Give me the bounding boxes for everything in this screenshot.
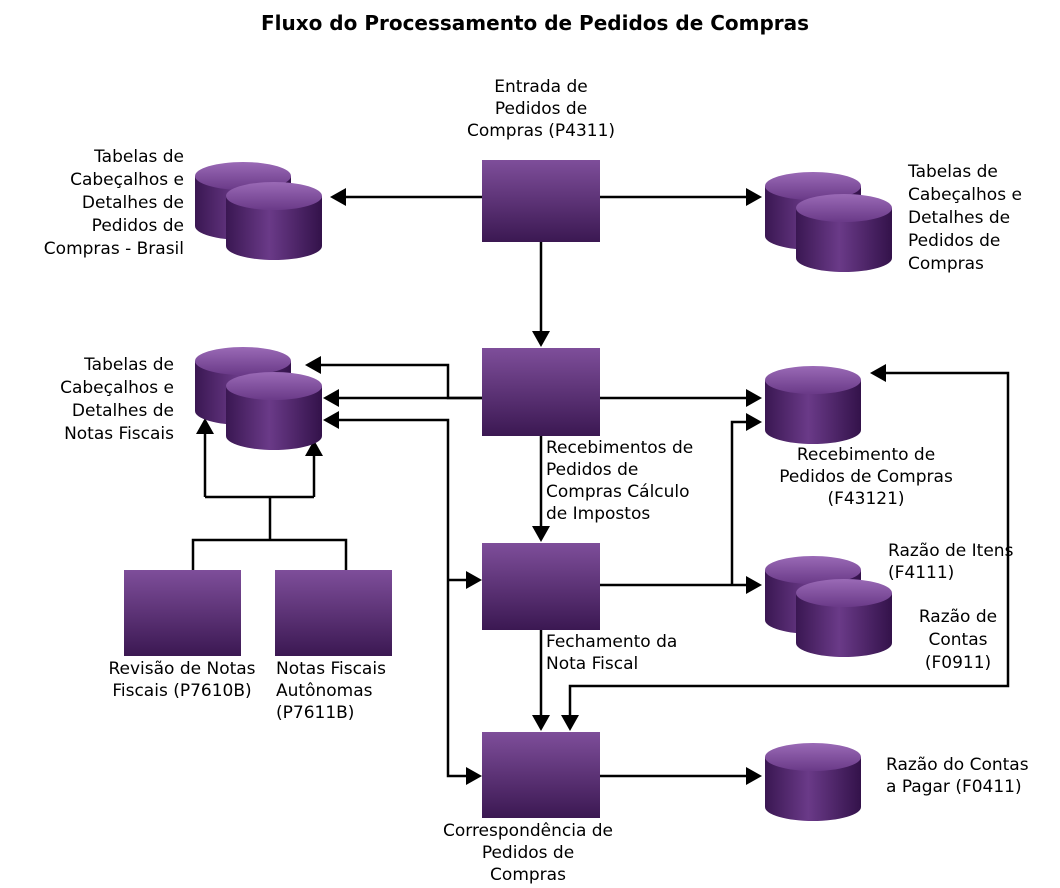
entrada-pedidos-box xyxy=(482,160,600,242)
razao-itens-contas-db-icon xyxy=(765,556,892,657)
label-line: Tabelas de xyxy=(907,162,998,182)
notas-fiscais-db-icon xyxy=(195,347,322,450)
label-line: Recebimentos de xyxy=(546,438,693,458)
label-line: Razão de Itens xyxy=(888,541,1014,561)
label-line: Detalhes de xyxy=(908,208,1010,228)
label-line: Tabelas de xyxy=(83,355,174,375)
brasil-db-icon xyxy=(195,162,322,260)
label-line: Recebimento de xyxy=(797,445,935,465)
pedidos-db-icon xyxy=(765,172,892,272)
label-line: Razão de xyxy=(919,607,997,627)
label-line: Pedidos de xyxy=(546,460,638,480)
label-line: Tabelas de xyxy=(93,147,184,167)
label-line: Compras Cálculo xyxy=(546,482,690,502)
label-line: Pedidos de xyxy=(92,216,184,236)
label-line: de Impostos xyxy=(546,504,650,524)
label-line: Razão do Contas xyxy=(886,755,1029,775)
label-line: Fechamento da xyxy=(546,632,677,652)
label-line: (F0911) xyxy=(925,653,991,673)
label-line: Compras xyxy=(908,254,984,274)
recebimentos-box xyxy=(482,348,600,436)
pedidos-table-label: Tabelas de Cabeçalhos e Detalhes de Pedidos… xyxy=(907,162,1022,274)
label-line: Compras xyxy=(490,865,566,885)
label-line: Autônomas xyxy=(276,681,373,701)
label-line: Compras (P4311) xyxy=(467,121,615,141)
label-line: Contas xyxy=(929,630,988,650)
label-line: Revisão de Notas xyxy=(108,659,255,679)
label-line: (P7611B) xyxy=(276,703,354,723)
label-line: Pedidos de Compras xyxy=(779,467,953,487)
label-line: Nota Fiscal xyxy=(546,654,638,674)
recebimento-db-icon xyxy=(765,366,861,444)
label-line: Cabeçalhos e xyxy=(908,185,1022,205)
fechamento-box xyxy=(482,543,600,630)
label-line: Fiscais (P7610B) xyxy=(112,681,251,701)
connectors xyxy=(191,188,1010,785)
notas-autonomas-box xyxy=(275,570,392,656)
razao-itens-label: Razão de Itens(F4111) xyxy=(888,541,1014,583)
label-line: Notas Fiscais xyxy=(64,424,174,444)
label-line: Entrada de xyxy=(494,77,587,97)
razao-pagar-db-icon xyxy=(765,743,861,821)
label-line: Pedidos de xyxy=(495,99,587,119)
label-line: (F4111) xyxy=(888,563,954,583)
label-line: Compras - Brasil xyxy=(44,239,184,259)
label-line: Detalhes de xyxy=(72,401,174,421)
label-line: Cabeçalhos e xyxy=(60,378,174,398)
label-line: (F43121) xyxy=(827,489,904,509)
label-line: Pedidos de xyxy=(908,231,1000,251)
label-line: Pedidos de xyxy=(482,843,574,863)
label-line: Notas Fiscais xyxy=(276,659,386,679)
label-line: a Pagar (F0411) xyxy=(886,777,1022,797)
diagram-title: Fluxo do Processamento de Pedidos de Com… xyxy=(261,11,809,35)
revisao-notas-box xyxy=(124,570,241,656)
label-line: Cabeçalhos e xyxy=(70,170,184,190)
razao-contas-label: Razão de Contas (F0911) xyxy=(919,607,997,673)
label-line: Detalhes de xyxy=(82,193,184,213)
label-line: Correspondência de xyxy=(443,821,613,841)
correspondencia-box xyxy=(482,732,600,818)
brasil-table-label: Tabelas de Cabeçalhos e Detalhes de Pedidos… xyxy=(44,147,184,259)
notas-fiscais-table-label: Tabelas de Cabeçalhos e Detalhes de Notas F… xyxy=(60,355,174,444)
